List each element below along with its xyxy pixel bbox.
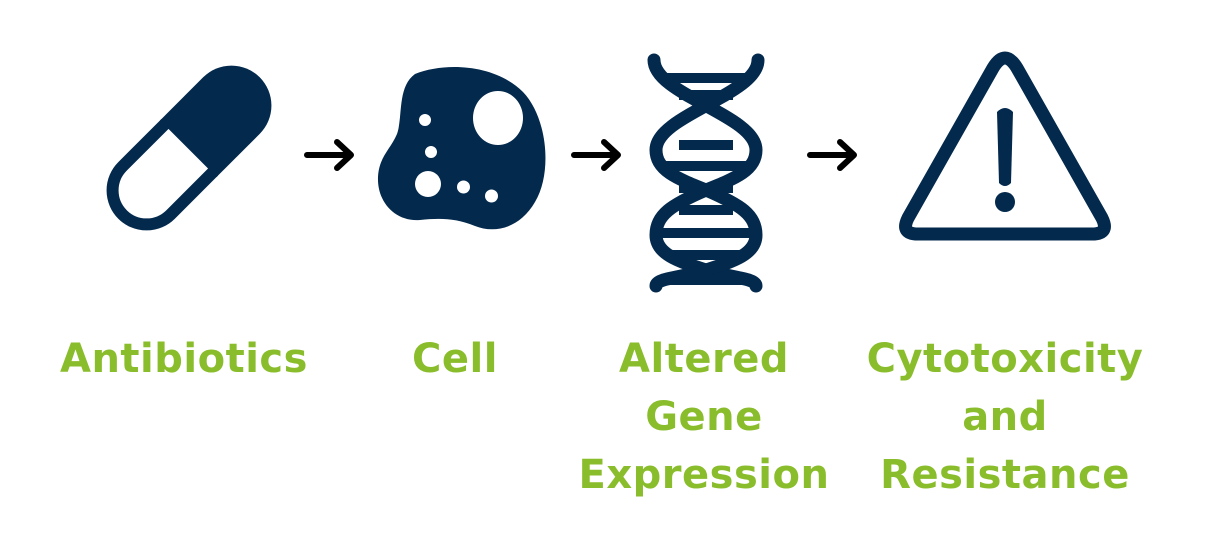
label-line: Cytotoxicity xyxy=(866,336,1144,382)
arrow-right-icon xyxy=(571,138,623,172)
arrow-right-icon xyxy=(304,138,356,172)
label-line: and xyxy=(962,394,1048,440)
label-line: Resistance xyxy=(880,452,1130,498)
step-label-cell: Cell xyxy=(375,330,535,388)
cell-icon xyxy=(375,62,547,234)
label-line: Antibiotics xyxy=(60,336,308,382)
dna-helix-icon xyxy=(641,50,771,294)
pill-capsule-icon xyxy=(98,60,280,236)
label-line: Expression xyxy=(578,452,830,498)
label-line: Cell xyxy=(412,336,498,382)
warning-triangle-icon xyxy=(896,50,1114,244)
arrow-right-icon xyxy=(807,138,859,172)
label-line: Altered xyxy=(619,336,789,382)
step-label-cytotoxicity-and-resistance: Cytotoxicity and Resistance xyxy=(865,330,1145,504)
label-line: Gene xyxy=(645,394,763,440)
step-label-altered-gene-expression: Altered Gene Expression xyxy=(574,330,834,504)
step-label-antibiotics: Antibiotics xyxy=(60,330,308,388)
